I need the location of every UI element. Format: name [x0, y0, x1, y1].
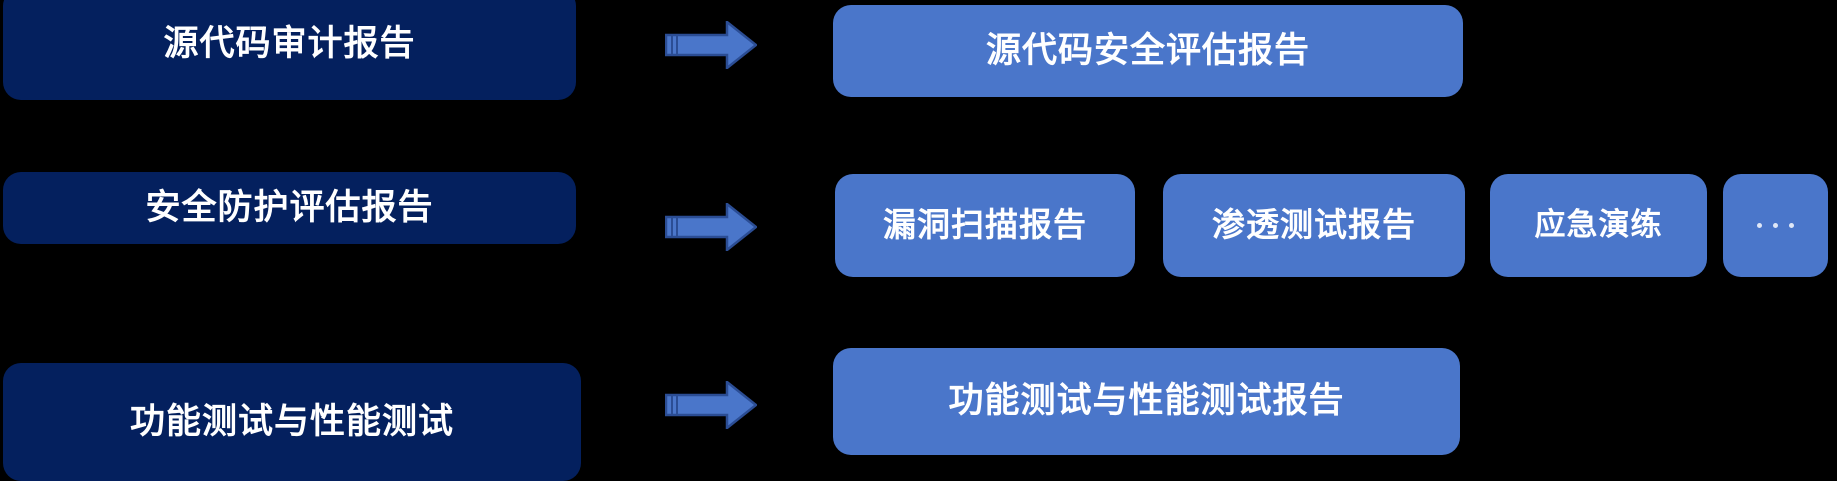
- result-box-emergency-drill[interactable]: 应急演练: [1490, 174, 1707, 277]
- right-arrow-icon: [665, 381, 757, 429]
- ellipsis-icon: [1757, 223, 1794, 228]
- right-arrow-icon: [665, 203, 757, 251]
- result-box-more-ellipsis[interactable]: [1723, 174, 1828, 277]
- result-box-penetration-test-report[interactable]: 渗透测试报告: [1163, 174, 1465, 277]
- result-box-vulnerability-scan-report[interactable]: 漏洞扫描报告: [835, 174, 1135, 277]
- right-arrow-icon: [665, 21, 757, 69]
- source-box-functional-and-performance-test[interactable]: 功能测试与性能测试: [3, 363, 581, 481]
- source-box-security-protection-assessment[interactable]: 安全防护评估报告: [3, 172, 576, 244]
- diagram-canvas: 源代码审计报告 源代码安全评估报告 安全防护评估报告 漏洞扫描报告 渗透测试报告…: [3, 0, 1828, 481]
- source-box-source-code-audit[interactable]: 源代码审计报告: [3, 0, 576, 100]
- result-box-functional-and-performance-test-report[interactable]: 功能测试与性能测试报告: [833, 348, 1460, 455]
- result-box-source-code-security-assessment[interactable]: 源代码安全评估报告: [833, 5, 1463, 97]
